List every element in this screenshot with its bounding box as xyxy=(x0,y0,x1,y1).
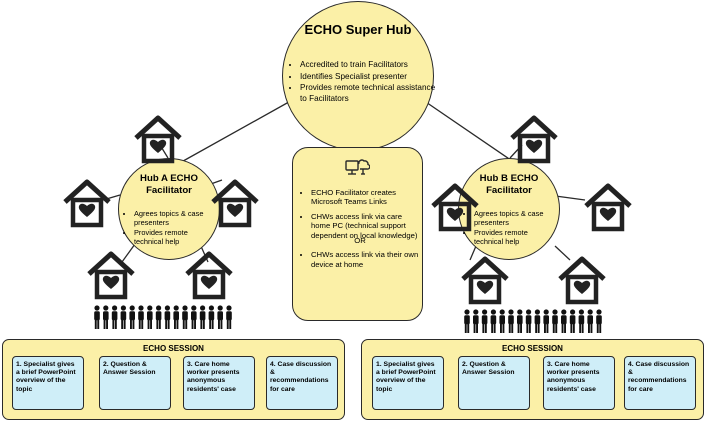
care-home-icon xyxy=(63,179,111,228)
hub-b-item: Agrees topics & case presenters xyxy=(474,209,556,227)
session-step-3: 3. Care home worker presents anonymous r… xyxy=(543,356,615,410)
super-hub-list: Accredited to train Facilitators Identif… xyxy=(288,60,440,105)
session-step-2: 2. Question & Answer Session xyxy=(458,356,530,410)
computer-cloud-icon xyxy=(345,159,370,175)
care-home-icon xyxy=(558,256,606,305)
teams-link-item: ECHO Facilitator creates Microsoft Teams… xyxy=(311,188,421,207)
hub-a-title: Hub A ECHO Facilitator xyxy=(140,173,198,196)
care-home-icon xyxy=(431,183,479,232)
session-step-4: 4. Case discussion & recommendations for… xyxy=(624,356,696,410)
super-hub-item: Identifies Specialist presenter xyxy=(300,72,440,83)
session-step-2: 2. Question & Answer Session xyxy=(99,356,171,410)
session-title: ECHO SESSION xyxy=(502,344,563,353)
session-title: ECHO SESSION xyxy=(143,344,204,353)
care-home-icon xyxy=(87,251,135,300)
teams-link-list: ECHO Facilitator creates Microsoft Teams… xyxy=(299,188,421,274)
hub-b-title: Hub B ECHO Facilitator xyxy=(479,173,539,196)
people-group-icon xyxy=(464,309,602,333)
session-step-1: 1. Specialist gives a brief PowerPoint o… xyxy=(372,356,444,410)
care-home-icon xyxy=(134,115,182,164)
super-hub-node: ECHO Super Hub Accredited to train Facil… xyxy=(282,1,435,151)
echo-session-a: ECHO SESSION 1. Specialist gives a brief… xyxy=(2,339,345,420)
care-home-icon xyxy=(211,179,259,228)
session-step-3: 3. Care home worker presents anonymous r… xyxy=(183,356,255,410)
teams-link-item: CHWs access link via care home PC (techn… xyxy=(311,212,421,246)
care-home-icon xyxy=(461,256,509,305)
hub-a-item: Agrees topics & case presenters xyxy=(134,209,216,227)
session-step-4: 4. Case discussion & recommendations for… xyxy=(266,356,338,410)
hub-b-node: Hub B ECHO Facilitator Agrees topics & c… xyxy=(458,158,560,260)
hub-a-node: Hub A ECHO Facilitator Agrees topics & c… xyxy=(118,158,220,260)
teams-link-box: ECHO Facilitator creates Microsoft Teams… xyxy=(292,147,423,321)
session-step-1: 1. Specialist gives a brief PowerPoint o… xyxy=(12,356,84,410)
hub-a-item: Provides remote technical help xyxy=(134,228,216,246)
super-hub-item: Accredited to train Facilitators xyxy=(300,60,440,71)
teams-link-item-text: CHWs access link via care home PC (techn… xyxy=(311,211,418,240)
care-home-icon xyxy=(185,251,233,300)
or-label: OR xyxy=(354,236,366,246)
people-group-icon xyxy=(94,305,232,329)
care-home-icon xyxy=(510,115,558,164)
super-hub-item: Provides remote technical assistance to … xyxy=(300,83,440,104)
care-home-icon xyxy=(584,183,632,232)
teams-link-item: CHWs access link via their own device at… xyxy=(311,250,421,269)
hub-a-list: Agrees topics & case presenters Provides… xyxy=(123,209,216,247)
super-hub-title: ECHO Super Hub xyxy=(304,22,412,37)
echo-session-b: ECHO SESSION 1. Specialist gives a brief… xyxy=(361,339,704,420)
hub-b-list: Agrees topics & case presenters Provides… xyxy=(463,209,556,247)
hub-b-item: Provides remote technical help xyxy=(474,228,556,246)
